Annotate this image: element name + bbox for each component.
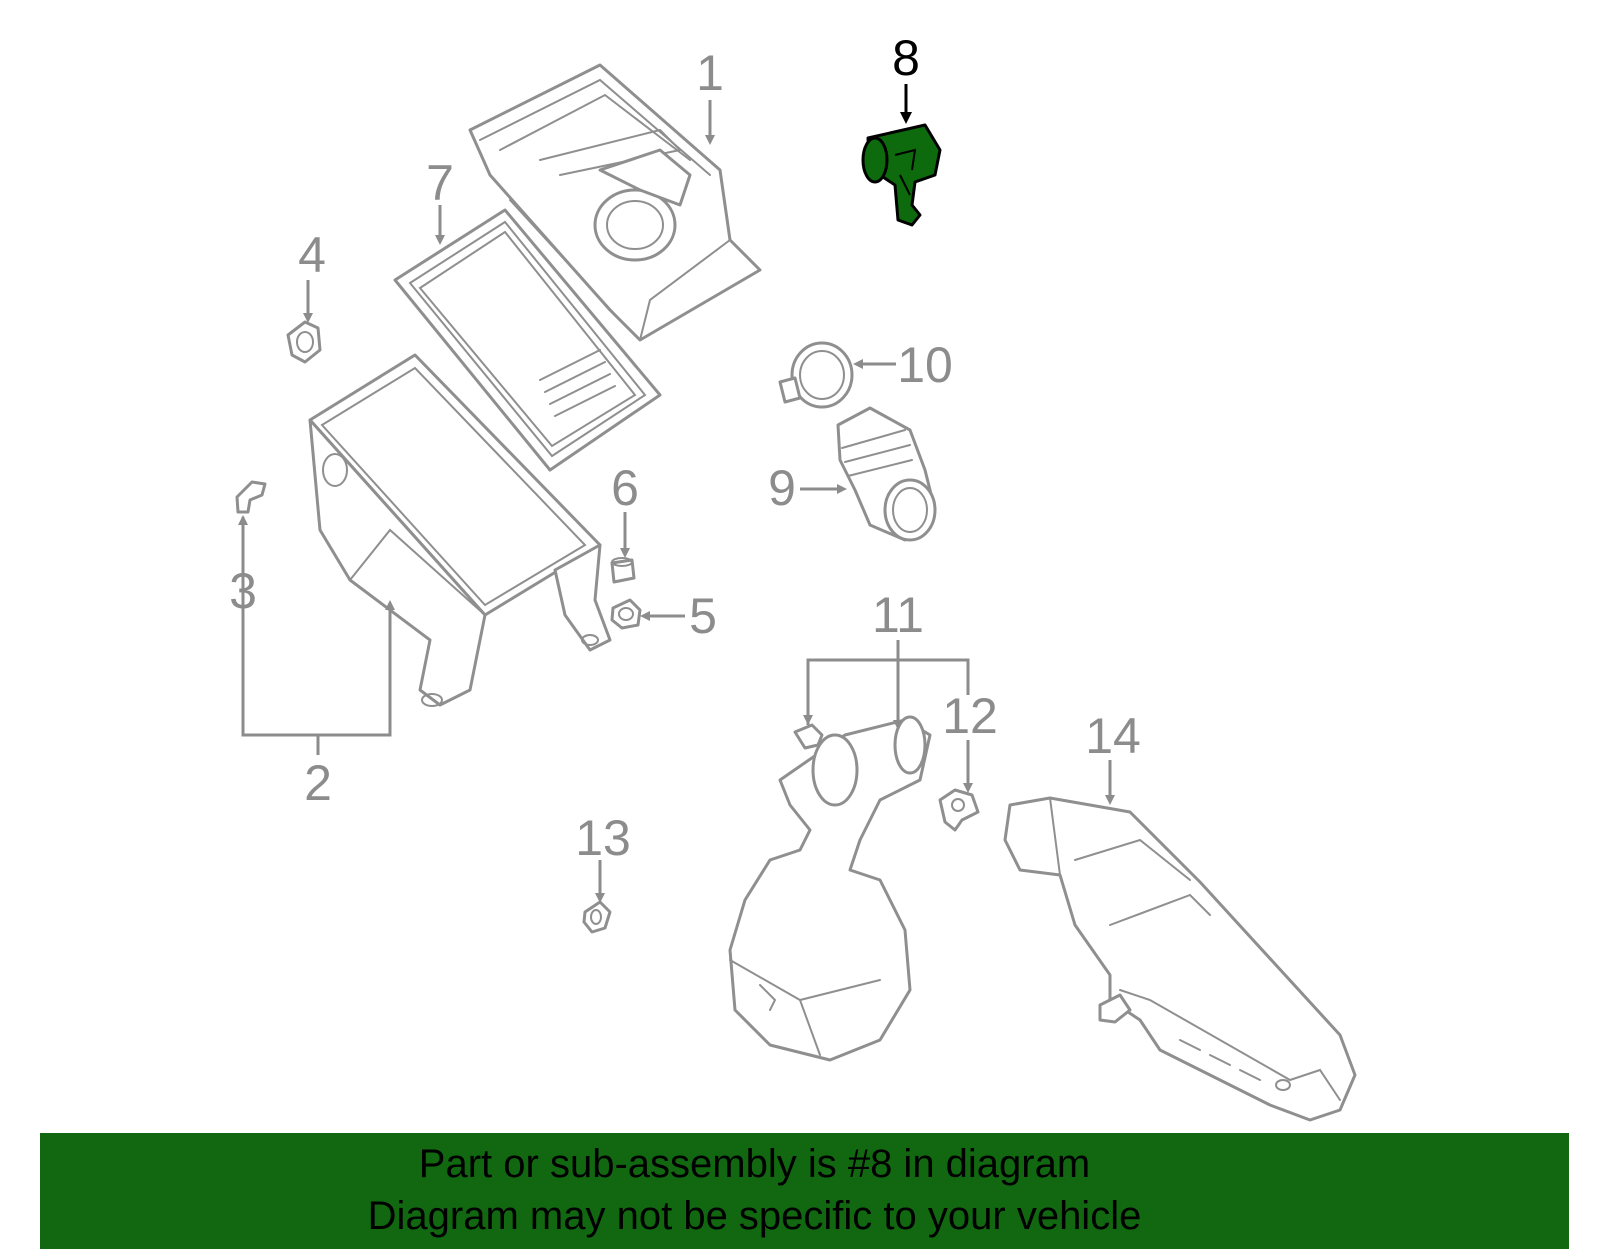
part-6-cap[interactable] bbox=[610, 557, 636, 584]
part-12-sensor[interactable] bbox=[938, 788, 980, 832]
label-10: 10 bbox=[897, 337, 953, 393]
info-banner: Part or sub-assembly is #8 in diagram Di… bbox=[40, 1133, 1569, 1249]
label-8: 8 bbox=[892, 30, 920, 86]
label-4: 4 bbox=[298, 227, 326, 283]
label-14: 14 bbox=[1085, 708, 1141, 764]
label-6: 6 bbox=[611, 460, 639, 516]
part-11-resonator[interactable] bbox=[728, 715, 932, 1062]
label-9: 9 bbox=[768, 460, 796, 516]
label-1: 1 bbox=[696, 45, 724, 101]
banner-line-1: Part or sub-assembly is #8 in diagram bbox=[418, 1142, 1091, 1186]
part-3-bracket[interactable] bbox=[235, 480, 267, 514]
part-1-air-cleaner-upper-housing[interactable] bbox=[468, 63, 762, 342]
part-8-mass-air-flow-sensor[interactable] bbox=[861, 123, 942, 227]
part-13-clip[interactable] bbox=[582, 900, 612, 934]
part-10-clamp[interactable] bbox=[778, 341, 854, 409]
label-5: 5 bbox=[689, 588, 717, 644]
part-5-mount[interactable] bbox=[610, 598, 642, 630]
part-9-intake-hose[interactable] bbox=[836, 406, 937, 542]
label-7: 7 bbox=[426, 155, 454, 211]
part-2-air-cleaner-lower-housing[interactable] bbox=[308, 353, 612, 707]
leader-11-left bbox=[806, 658, 970, 725]
label-2: 2 bbox=[304, 755, 332, 811]
label-11: 11 bbox=[872, 587, 924, 643]
part-11-nut[interactable] bbox=[793, 723, 824, 750]
label-12: 12 bbox=[942, 688, 998, 744]
label-13: 13 bbox=[575, 810, 631, 866]
label-3: 3 bbox=[229, 563, 257, 619]
banner-line-2: Diagram may not be specific to your vehi… bbox=[367, 1194, 1142, 1238]
part-4-grommet[interactable] bbox=[286, 320, 322, 364]
part-14-air-duct[interactable] bbox=[1003, 796, 1357, 1122]
part-7-air-filter[interactable] bbox=[393, 208, 662, 472]
